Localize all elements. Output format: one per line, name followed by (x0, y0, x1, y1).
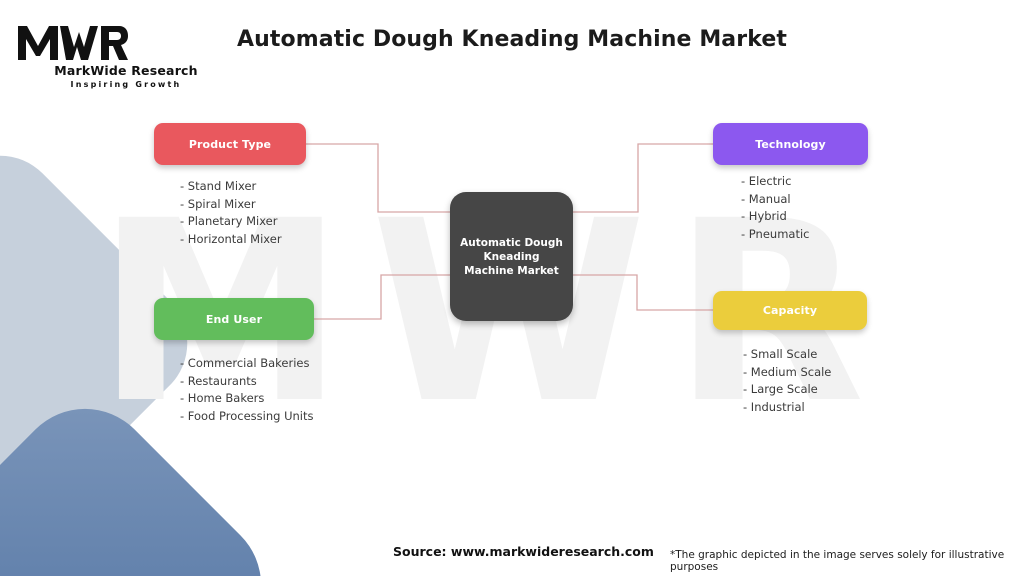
branch-header-capacity[interactable]: Capacity (713, 291, 867, 330)
list-item: - Commercial Bakeries (180, 356, 310, 370)
list-item: - Pneumatic (741, 226, 810, 241)
disclaimer-text: *The graphic depicted in the image serve… (670, 549, 1005, 573)
branch-label-end-user: End User (205, 312, 263, 326)
branch-technology: Technology - Electric - Manual - Hybrid … (713, 123, 868, 243)
connector-end-user (314, 274, 450, 320)
mwr-logo-icon (18, 26, 128, 60)
list-item: - Medium Scale (743, 364, 832, 379)
branch-items-technology: - Electric - Manual - Hybrid - Pneumatic (741, 173, 868, 243)
list-item: - Large Scale (743, 382, 818, 396)
center-node[interactable]: Automatic Dough Kneading Machine Market (450, 192, 573, 321)
branch-items-product-type: - Stand Mixer - Spiral Mixer - Planetary… (180, 178, 306, 248)
list-item: - Home Bakers (180, 391, 265, 405)
list-item: - Food Processing Units (180, 408, 314, 423)
list-item: - Stand Mixer (180, 179, 257, 193)
connector-capacity (573, 274, 713, 311)
page-title: Automatic Dough Kneading Machine Market (237, 27, 787, 52)
connector-technology (573, 143, 713, 213)
branch-label-product-type: Product Type (188, 137, 272, 151)
source-label[interactable]: Source: www.markwideresearch.com (393, 544, 654, 559)
list-item: - Hybrid (741, 209, 787, 223)
branch-header-product-type[interactable]: Product Type (154, 123, 306, 165)
branch-header-technology[interactable]: Technology (713, 123, 868, 165)
branch-end-user: End User - Commercial Bakeries - Restaur… (154, 298, 314, 425)
list-item: - Horizontal Mixer (180, 231, 282, 246)
list-item: - Electric (741, 174, 792, 188)
list-item: - Industrial (743, 399, 805, 414)
brand-name: MarkWide Research (54, 63, 198, 78)
brand-logo: MarkWide Research Inspiring Growth (16, 20, 236, 89)
brand-tagline: Inspiring Growth (70, 80, 182, 89)
branch-label-technology: Technology (755, 137, 826, 151)
list-item: - Restaurants (180, 373, 257, 388)
center-node-label: Automatic Dough Kneading Machine Market (460, 236, 563, 277)
list-item: - Spiral Mixer (180, 196, 256, 211)
list-item: - Small Scale (743, 347, 818, 361)
list-item: - Manual (741, 191, 791, 206)
branch-header-end-user[interactable]: End User (154, 298, 314, 340)
connector-product-type (306, 143, 450, 213)
branch-label-capacity: Capacity (762, 304, 818, 317)
branch-capacity: Capacity - Small Scale - Medium Scale - … (713, 291, 867, 416)
branch-items-capacity: - Small Scale - Medium Scale - Large Sca… (743, 346, 867, 416)
list-item: - Planetary Mixer (180, 214, 278, 228)
branch-product-type: Product Type - Stand Mixer - Spiral Mixe… (154, 123, 306, 248)
branch-items-end-user: - Commercial Bakeries - Restaurants - Ho… (180, 355, 314, 425)
